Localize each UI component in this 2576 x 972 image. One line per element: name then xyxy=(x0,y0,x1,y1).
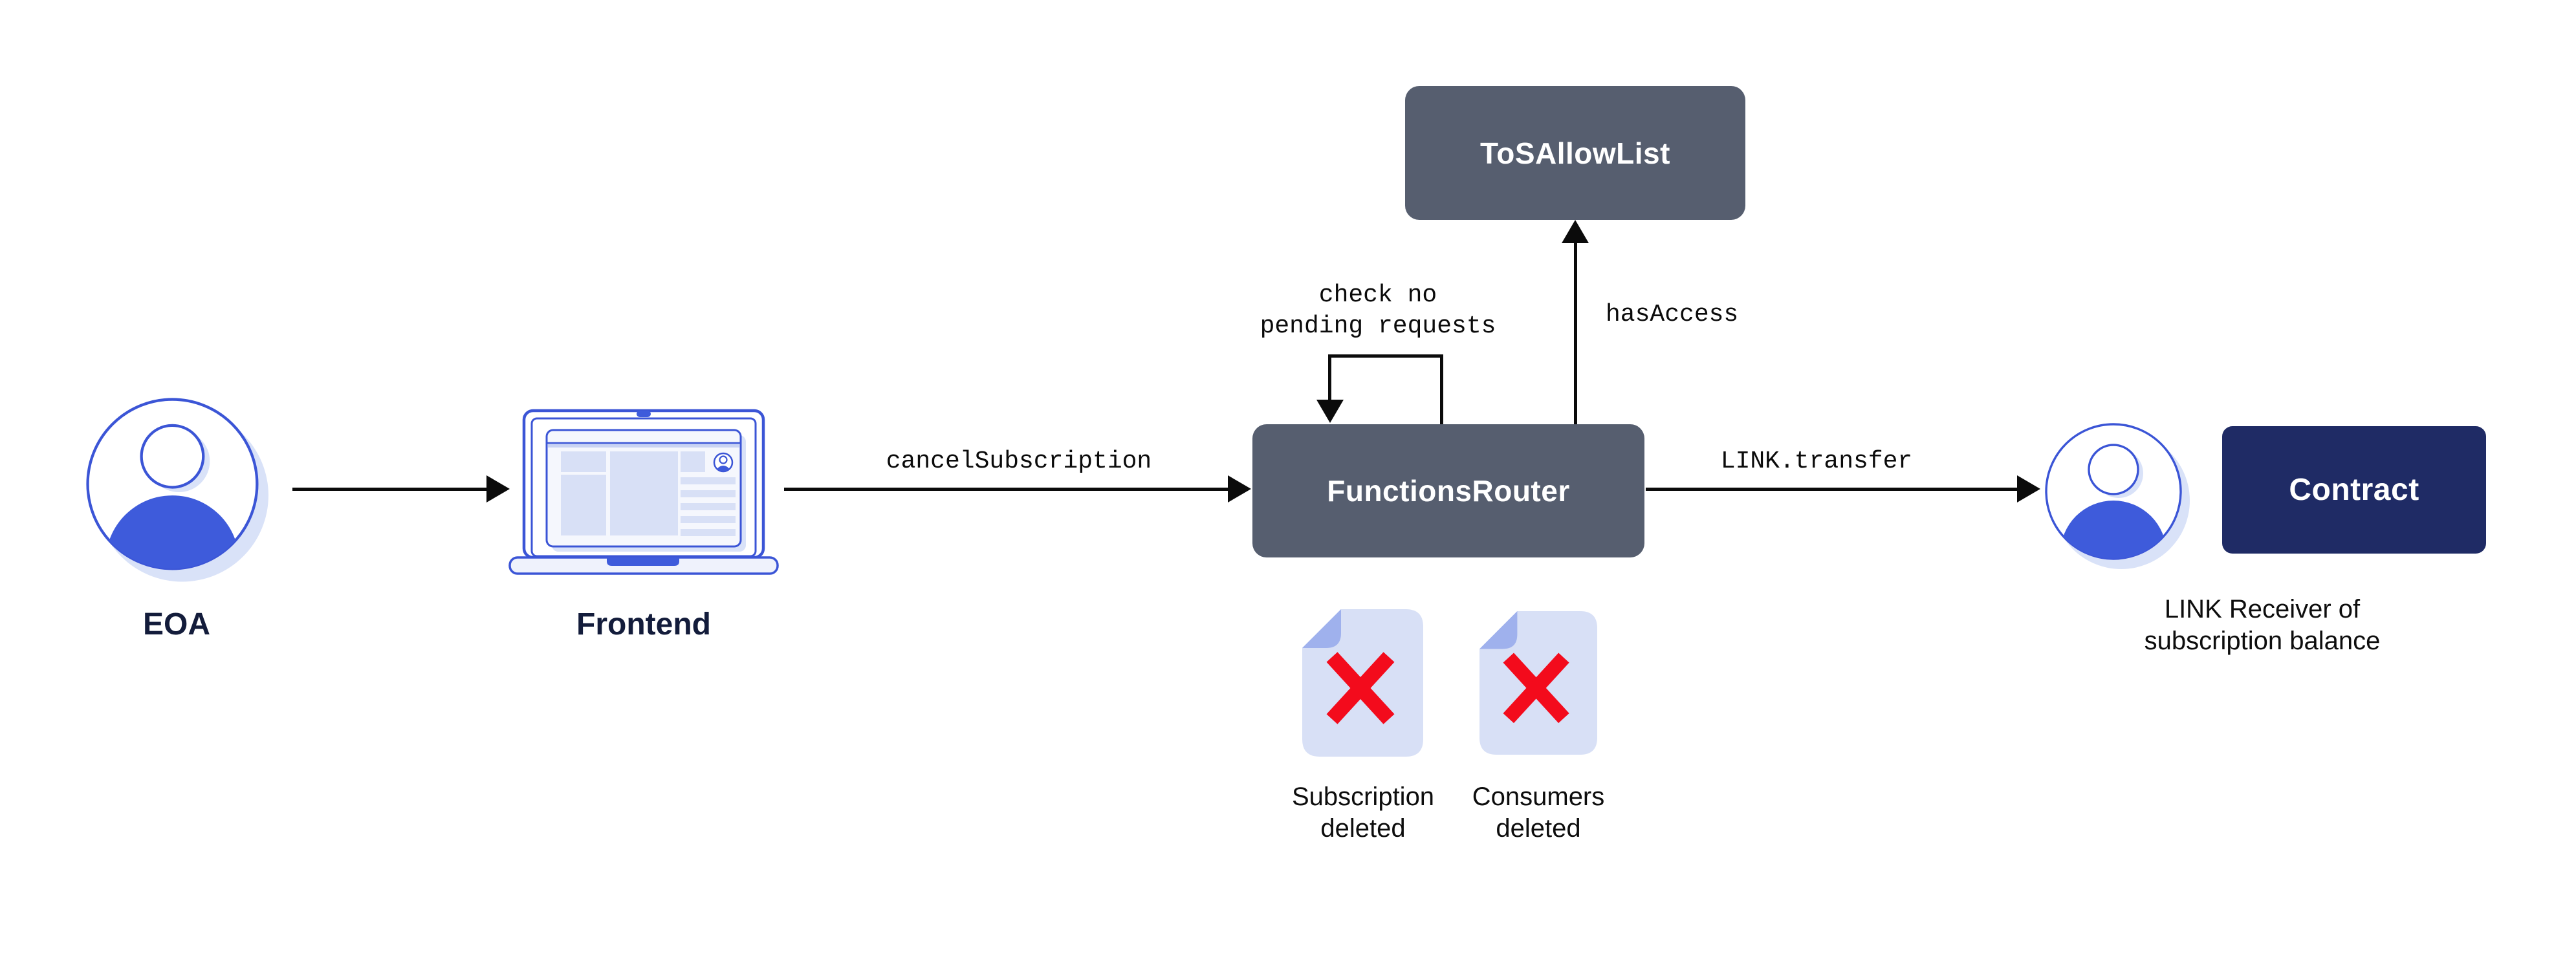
self-loop-left-line xyxy=(1328,356,1331,401)
link-receiver-line2: subscription balance xyxy=(2144,627,2381,655)
frontend-label: Frontend xyxy=(576,607,711,642)
link-receiver-line1: LINK Receiver of xyxy=(2164,595,2361,623)
contract-node: Contract xyxy=(2222,426,2486,554)
arrow-has-access xyxy=(1574,242,1577,424)
consumers-deleted-line2: deleted xyxy=(1496,814,1581,843)
eoa-user-icon xyxy=(86,398,268,582)
arrowhead-self-loop xyxy=(1316,400,1344,423)
functions-router-node: FunctionsRouter xyxy=(1252,424,1644,557)
consumers-deleted-line1: Consumers xyxy=(1472,783,1605,811)
check-pending-line1: check no xyxy=(1318,281,1437,309)
tos-allow-list-node: ToSAllowList xyxy=(1405,86,1745,220)
self-loop-top-line xyxy=(1328,354,1443,358)
subscription-deleted-line1: Subscription xyxy=(1291,783,1435,811)
red-x-icon xyxy=(1503,653,1569,724)
consumers-deleted-caption: Consumers deleted xyxy=(1472,781,1605,845)
consumers-deleted-doc-icon xyxy=(1479,611,1597,755)
link-receiver-user-icon xyxy=(2045,423,2190,569)
cancel-subscription-label: cancelSubscription xyxy=(886,448,1152,475)
link-receiver-caption: LINK Receiver of subscription balance xyxy=(2145,594,2381,657)
tos-allow-list-label: ToSAllowList xyxy=(1480,136,1670,170)
arrow-frontend-to-router xyxy=(784,488,1229,491)
red-x-icon xyxy=(1326,652,1395,724)
functions-router-label: FunctionsRouter xyxy=(1327,474,1570,508)
arrowhead-eoa-to-frontend xyxy=(486,475,510,502)
subscription-deleted-line2: deleted xyxy=(1320,814,1406,843)
arrow-link-transfer xyxy=(1646,488,2018,491)
arrow-eoa-to-frontend xyxy=(292,488,488,491)
link-transfer-label: LINK.transfer xyxy=(1720,448,1913,475)
frontend-laptop-icon xyxy=(508,409,779,575)
subscription-deleted-caption: Subscription deleted xyxy=(1292,781,1434,845)
eoa-label: EOA xyxy=(142,607,211,642)
browser-avatar-icon xyxy=(713,452,734,473)
arrowhead-frontend-to-router xyxy=(1228,475,1251,502)
check-pending-label: check no pending requests xyxy=(1260,280,1496,342)
subscription-deleted-doc-icon xyxy=(1302,609,1423,757)
has-access-label: hasAccess xyxy=(1606,301,1739,329)
arrowhead-link-transfer xyxy=(2017,475,2040,502)
contract-label: Contract xyxy=(2289,473,2419,507)
arrowhead-has-access xyxy=(1562,220,1589,243)
check-pending-line2: pending requests xyxy=(1260,312,1496,340)
self-loop-right-line xyxy=(1440,356,1443,424)
